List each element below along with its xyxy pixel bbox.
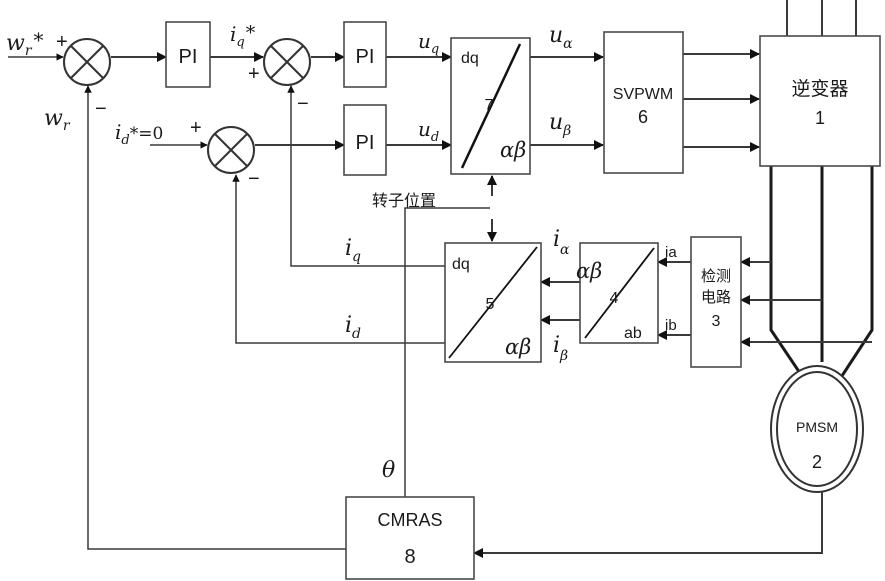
label-ib: ib <box>665 317 677 334</box>
pi-q-label: PI <box>356 46 375 68</box>
sign-sum1-plus: + <box>56 31 68 53</box>
transform-4-top: αβ <box>576 259 602 283</box>
pmsm-number: 2 <box>812 452 822 472</box>
label-speed-reference: wr* <box>6 28 44 59</box>
transform-5-bottom: αβ <box>505 335 531 359</box>
detection-circuit-block: 检测 电路 3 <box>691 237 741 367</box>
sign-sum3-minus: − <box>248 168 260 190</box>
pi-speed-label: PI <box>179 46 198 68</box>
detection-label-line1: 检测 <box>701 267 731 285</box>
detection-number: 3 <box>712 313 721 330</box>
sign-sum2-minus: − <box>297 93 309 115</box>
wire-motor-to-cmras <box>474 491 822 553</box>
detection-label-line2: 电路 <box>701 288 731 306</box>
svpwm-block: SVPWM 6 <box>604 32 683 173</box>
label-iq-reference: iq* <box>230 22 256 50</box>
sign-sum1-minus: − <box>95 98 107 120</box>
wire-phase-c <box>838 166 872 382</box>
pi-d-block: PI <box>344 105 386 175</box>
transform-7-bottom: αβ <box>500 138 526 162</box>
svpwm-label: SVPWM <box>613 86 673 103</box>
sign-sum3-plus: + <box>190 117 202 139</box>
inverter-block: 逆变器 1 <box>760 36 880 166</box>
label-theta: θ <box>382 458 395 483</box>
label-id-feedback: id <box>345 313 361 342</box>
label-ibeta: iβ <box>553 333 568 364</box>
label-speed-feedback: wr <box>44 106 71 134</box>
label-iq-feedback: iq <box>345 236 361 265</box>
transform-7-block: dq 7 αβ <box>451 38 530 174</box>
transform-4-block: αβ 4 ab <box>576 243 658 343</box>
label-uq: uq <box>418 29 439 57</box>
pi-d-label: PI <box>356 132 375 154</box>
svpwm-number: 6 <box>638 107 648 127</box>
transform-5-number: 5 <box>486 296 495 313</box>
cmras-block: CMRAS 8 <box>346 497 474 579</box>
pi-q-block: PI <box>344 22 386 87</box>
signal-wires <box>8 0 872 553</box>
cmras-number: 8 <box>404 546 415 568</box>
transform-4-number: 4 <box>610 290 619 307</box>
label-id-reference: id*=0 <box>115 120 163 148</box>
signal-labels: wr* wr iq* id*=0 uq ud uα uβ iα <box>6 22 677 483</box>
summing-junction-id <box>208 127 254 173</box>
cmras-label: CMRAS <box>377 510 442 530</box>
pi-speed-block: PI <box>166 22 210 87</box>
sign-sum2-plus: + <box>248 63 260 85</box>
label-ualpha: uα <box>549 23 573 52</box>
transform-5-block: dq 5 αβ <box>445 243 541 362</box>
pmsm-motor: PMSM 2 <box>771 366 863 492</box>
summing-junction-speed <box>64 39 110 85</box>
transform-5-top: dq <box>452 256 470 273</box>
pmsm-label: PMSM <box>796 419 838 435</box>
inverter-number: 1 <box>815 108 825 128</box>
label-ia: ia <box>665 244 677 261</box>
label-ubeta: uβ <box>549 110 571 139</box>
summing-junction-iq <box>264 39 310 85</box>
wire-phase-a <box>771 166 806 382</box>
transform-7-top: dq <box>461 50 479 67</box>
label-ialpha: iα <box>553 227 570 258</box>
transform-4-bottom: ab <box>624 325 642 342</box>
label-rotor-position: 转子位置 <box>372 191 436 210</box>
inverter-label: 逆变器 <box>791 78 848 100</box>
transform-7-number: 7 <box>485 97 494 114</box>
label-ud: ud <box>418 117 439 145</box>
